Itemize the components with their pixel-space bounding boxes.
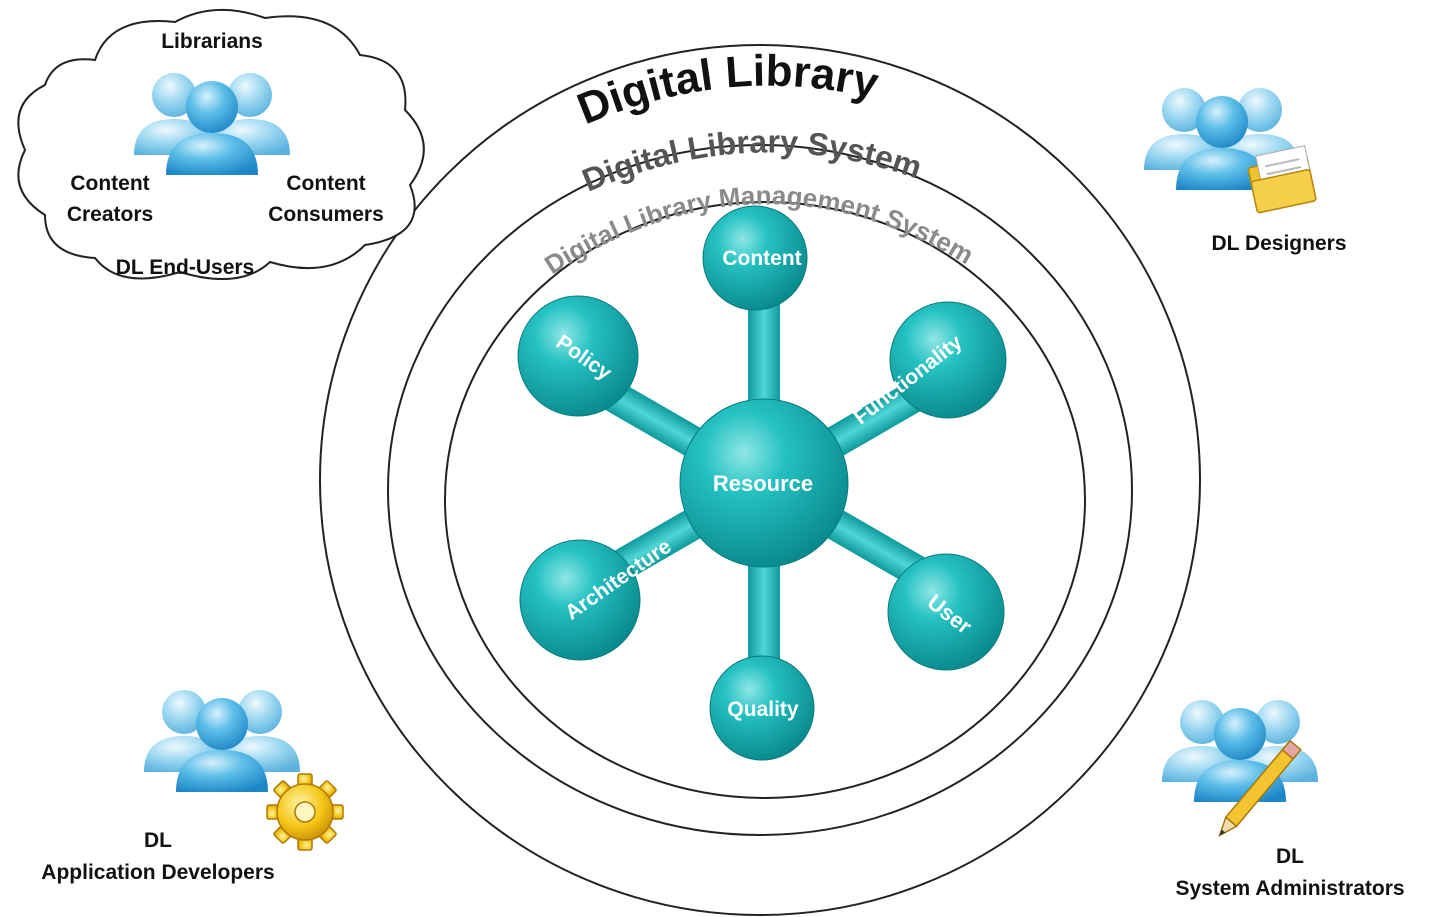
sysadmins-label-line1: DL (1276, 845, 1304, 868)
inner-ring (444, 201, 1086, 799)
node-quality-label: Quality (727, 698, 799, 721)
developers-label-line2: Application Developers (41, 861, 274, 884)
dl-system-administrators: DL System Administrators (1162, 700, 1405, 900)
ring-title-digital-library: Digital Library (571, 46, 884, 134)
sysadmins-label-line2: System Administrators (1175, 877, 1404, 900)
pencil-icon (1218, 739, 1302, 838)
node-resource: Resource (679, 398, 849, 568)
node-functionality: Functionality (849, 301, 1007, 429)
node-content: Content (702, 205, 808, 311)
ring-circles (319, 44, 1201, 916)
dl-designers-label: DL Designers (1212, 232, 1347, 255)
dl-application-developers: DL Application Developers (41, 690, 344, 884)
middle-ring (387, 144, 1133, 836)
content-creators-label-line1: Content (70, 172, 149, 195)
developers-label-line1: DL (144, 829, 172, 852)
node-content-label: Content (722, 247, 801, 270)
content-consumers-label-line2: Consumers (268, 203, 384, 226)
outer-ring (319, 44, 1201, 916)
end-users-cloud: Librarians Content Creators Content Cons… (17, 9, 425, 281)
librarians-label: Librarians (161, 30, 263, 53)
content-consumers-label-line1: Content (286, 172, 365, 195)
node-user: User (887, 553, 1005, 671)
node-quality: Quality (709, 655, 815, 761)
node-resource-label: Resource (713, 471, 813, 496)
document-icon (1247, 145, 1317, 214)
gear-icon (266, 773, 344, 851)
developers-person-icon (144, 690, 300, 792)
node-policy: Policy (517, 295, 639, 417)
content-creators-label-line2: Creators (67, 203, 153, 226)
dl-end-users-label: DL End-Users (116, 256, 254, 279)
node-architecture: Architecture (519, 535, 676, 661)
dl-designers: DL Designers (1144, 88, 1347, 255)
